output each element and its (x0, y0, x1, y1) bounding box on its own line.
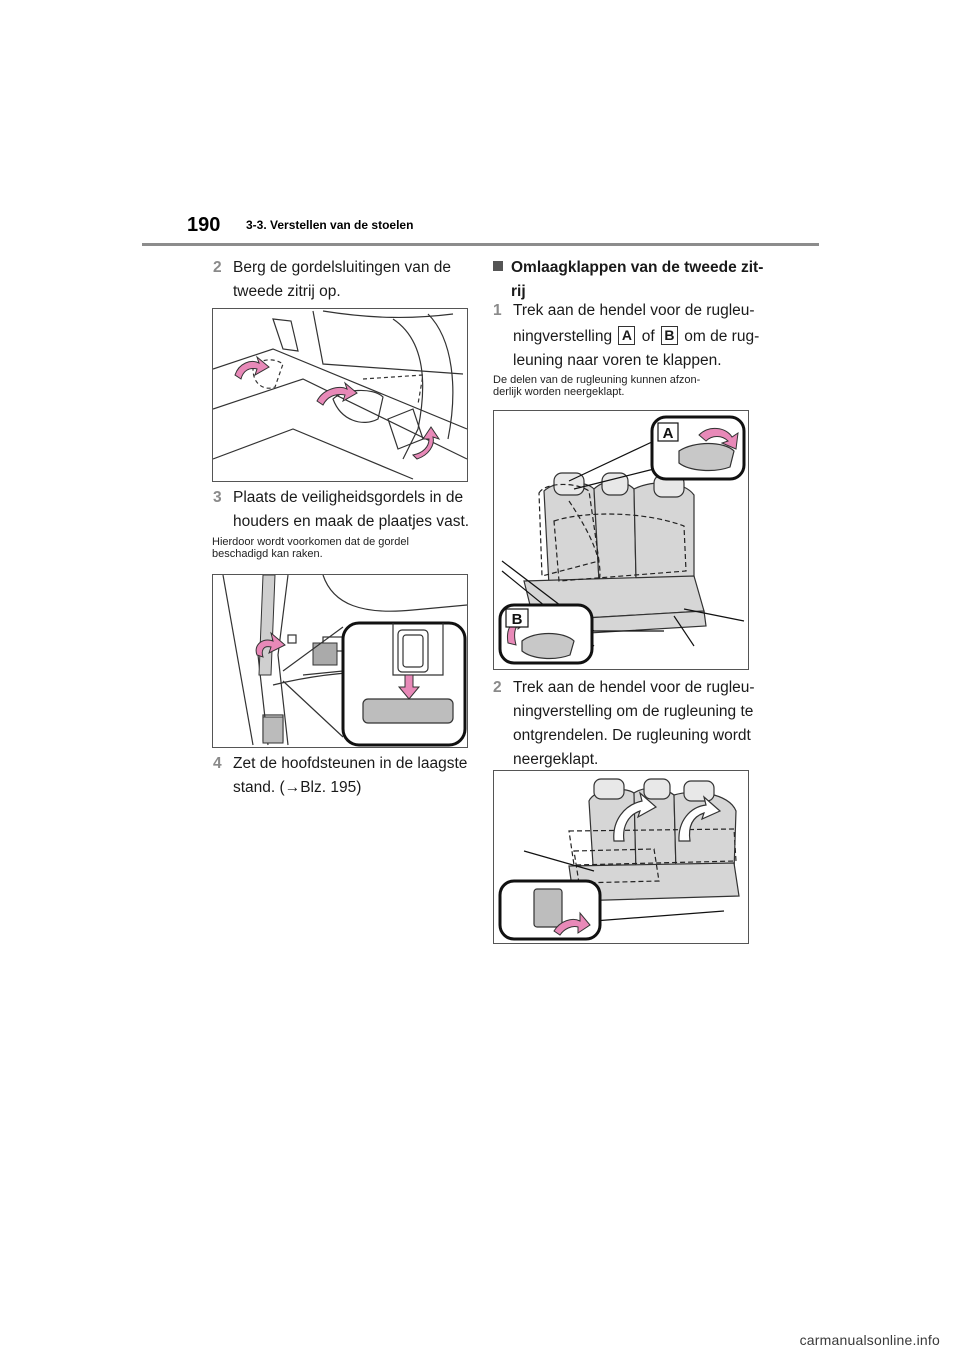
step-4-left: 4 Zet de hoofdsteunen in de laagste stan… (213, 752, 473, 800)
note-separate-fold-line2: derlijk worden neergeklapt. (493, 386, 625, 398)
step-text-line2: houders en maak de plaatjes vast. (233, 513, 470, 530)
note-belt-damage-line1: Hierdoor wordt voorkomen dat de gordel (212, 536, 409, 548)
step-text-line1: Trek aan de hendel voor de rugleu- (513, 679, 755, 696)
fig-label-a: A (663, 425, 674, 442)
page-number: 190 (187, 214, 221, 236)
key-label-b: B (660, 326, 678, 345)
step-text-line2: stand. (→Blz. 195) (233, 779, 362, 796)
step-3-left: 3 Plaats de veiligheidsgordels in de hou… (213, 486, 473, 534)
step-text-line2: ningverstelling om de rugleuning te (513, 703, 754, 720)
step-2-right: 2 Trek aan de hendel voor de rugleu- nin… (493, 676, 763, 772)
step-text-line1: Plaats de veiligheidsgordels in de (233, 489, 464, 506)
figure-seat-levers: A B (493, 410, 749, 670)
step-number: 2 (493, 679, 502, 696)
watermark: carmanualsonline.info (799, 1332, 940, 1348)
step-text-line1: Berg de gordelsluitingen van de (233, 259, 452, 276)
section-title: 3-3. Verstellen van de stoelen (246, 218, 414, 232)
bullet-square-icon (493, 261, 503, 271)
step-text-line2: tweede zitrij op. (233, 283, 341, 300)
figure-belt-holder (212, 574, 468, 748)
step-text-line1: Zet de hoofdsteunen in de laagste (233, 755, 468, 772)
step-text-line3: ontgrendelen. De rugleuning wordt (513, 727, 751, 744)
note-separate-fold-line1: De delen van de rugleuning kunnen afzon- (493, 374, 701, 386)
step-number: 4 (213, 755, 222, 772)
step-2-left: 2 Berg de gordelsluitingen van de tweede… (213, 256, 473, 304)
step-text-line1: Trek aan de hendel voor de rugleu- (513, 302, 755, 319)
step-number: 2 (213, 259, 222, 276)
figure-buckle-storage (212, 308, 468, 482)
key-label-a: A (618, 326, 636, 345)
step-text-line4: neergeklapt. (513, 751, 599, 768)
step-1-right: 1 Trek aan de hendel voor de rugleu- nin… (493, 299, 763, 371)
note-belt-damage-line2: beschadigd kan raken. (212, 548, 323, 560)
header-divider (142, 243, 819, 246)
step-number: 3 (213, 489, 222, 506)
step-text-line3: leuning naar voren te klappen. (513, 352, 722, 369)
fig-label-b: B (512, 611, 523, 628)
step-text-line2: ningverstelling A of B om de rug- (513, 326, 760, 345)
step-number: 1 (493, 302, 502, 319)
section-fold-down-second-row: Omlaagklappen van de tweede zit- rij (493, 256, 763, 304)
bullet-title-line2: rij (511, 283, 526, 300)
bullet-title-line1: Omlaagklappen van de tweede zit- (511, 259, 764, 276)
figure-seat-folded (493, 770, 749, 944)
